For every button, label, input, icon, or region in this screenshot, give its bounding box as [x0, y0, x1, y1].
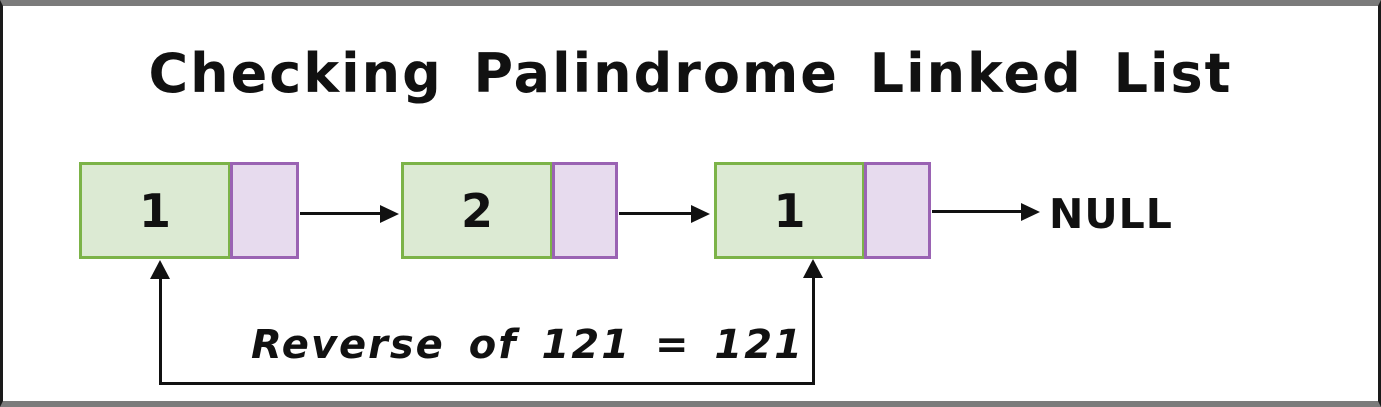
diagram-title: Checking Palindrome Linked List: [148, 42, 1233, 105]
node-3-pointer-cell: [864, 162, 931, 259]
node-1-value: 1: [138, 183, 171, 238]
node-2-data-cell: 2: [401, 162, 553, 259]
loop-arrowhead-node3-icon: [803, 259, 823, 278]
arrow-node3-to-null-line: [932, 210, 1023, 213]
node-2-pointer-cell: [552, 162, 618, 259]
loop-right-vertical-line: [812, 276, 815, 385]
arrow-node2-to-node3-head-icon: [691, 204, 710, 223]
linked-list-node-1: 1: [79, 162, 299, 259]
loop-left-vertical-line: [159, 277, 162, 385]
arrow-node1-to-node2-head-icon: [380, 204, 399, 223]
reverse-annotation: Reverse of 121 = 121: [251, 322, 804, 368]
loop-bottom-horizontal-line: [159, 382, 815, 385]
arrow-node2-to-node3-line: [619, 212, 693, 215]
node-3-data-cell: 1: [714, 162, 865, 259]
node-3-value: 1: [773, 183, 806, 238]
loop-arrowhead-node1-icon: [150, 260, 170, 279]
arrow-node3-to-null-head-icon: [1021, 202, 1040, 221]
node-1-data-cell: 1: [79, 162, 231, 259]
node-1-pointer-cell: [230, 162, 299, 259]
linked-list-node-2: 2: [401, 162, 618, 259]
node-2-value: 2: [460, 183, 493, 238]
linked-list-node-3: 1: [714, 162, 931, 259]
null-terminator-label: NULL: [1049, 190, 1173, 238]
arrow-node1-to-node2-line: [300, 212, 382, 215]
